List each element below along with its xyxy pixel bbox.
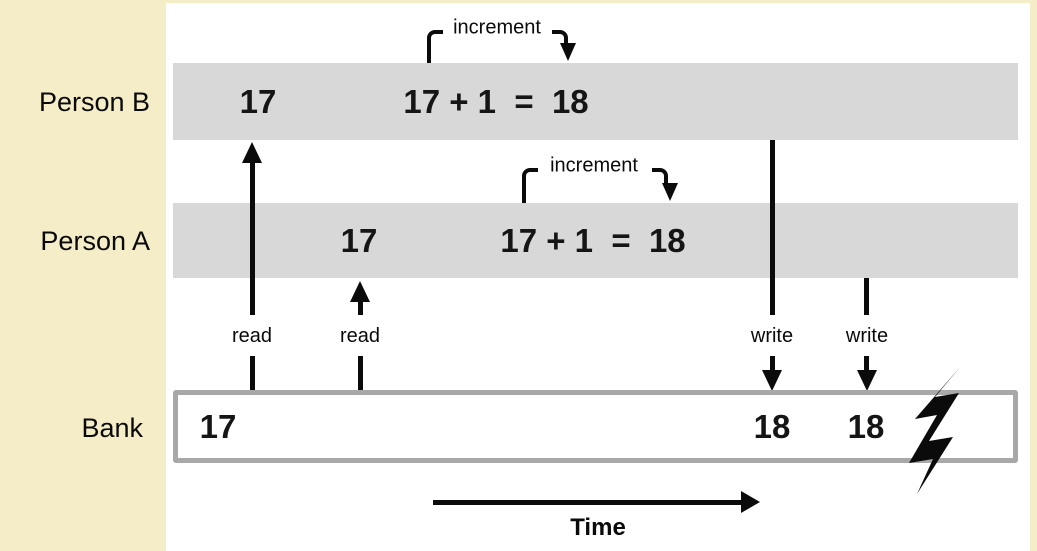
lightning-bolt-icon	[909, 366, 961, 494]
write-arrow-line-2	[864, 278, 869, 315]
write-label-2: write	[845, 325, 889, 347]
write-arrowhead-1	[762, 370, 782, 391]
read-label-2: read	[339, 325, 381, 347]
person-a-increment-label: increment	[550, 154, 638, 177]
time-arrow-line	[433, 500, 743, 505]
time-arrowhead	[741, 491, 760, 513]
person-b-read-value: 17	[239, 83, 277, 120]
person-a-label: Person A	[40, 226, 150, 256]
increment-bracket-right-a	[652, 168, 668, 184]
write-arrow-stub-1	[770, 356, 775, 373]
read-arrow-line-2	[358, 299, 363, 315]
bank-written-value-2: 18	[847, 408, 885, 445]
increment-arrowhead-a	[662, 183, 678, 201]
time-label: Time	[570, 514, 626, 541]
write-arrowhead-2	[857, 370, 877, 391]
increment-arrowhead-b	[560, 43, 576, 61]
increment-bracket-right-b	[552, 30, 568, 47]
read-arrow-stub-1	[250, 356, 255, 390]
read-label-1: read	[231, 325, 273, 347]
increment-bracket-left-b	[427, 30, 443, 63]
write-label-1: write	[750, 325, 794, 347]
person-b-label: Person B	[38, 87, 150, 117]
read-arrow-line-1	[250, 160, 255, 315]
bank-box	[173, 390, 1018, 463]
person-a-calculation: 17 + 1 = 18	[500, 222, 686, 259]
read-arrowhead-1	[242, 142, 262, 163]
person-b-bar	[173, 63, 1018, 140]
person-b-calculation: 17 + 1 = 18	[403, 83, 589, 120]
read-arrowhead-2	[350, 281, 370, 302]
bank-written-value-1: 18	[753, 408, 791, 445]
person-a-read-value: 17	[340, 222, 378, 259]
person-a-bar	[173, 203, 1018, 278]
write-arrow-line-1	[770, 140, 775, 315]
bank-label: Bank	[81, 413, 143, 443]
person-b-increment-label: increment	[453, 16, 541, 39]
bank-initial-value: 17	[199, 408, 237, 445]
increment-bracket-left-a	[522, 168, 538, 203]
read-arrow-stub-2	[358, 356, 363, 390]
write-arrow-stub-2	[864, 356, 869, 373]
